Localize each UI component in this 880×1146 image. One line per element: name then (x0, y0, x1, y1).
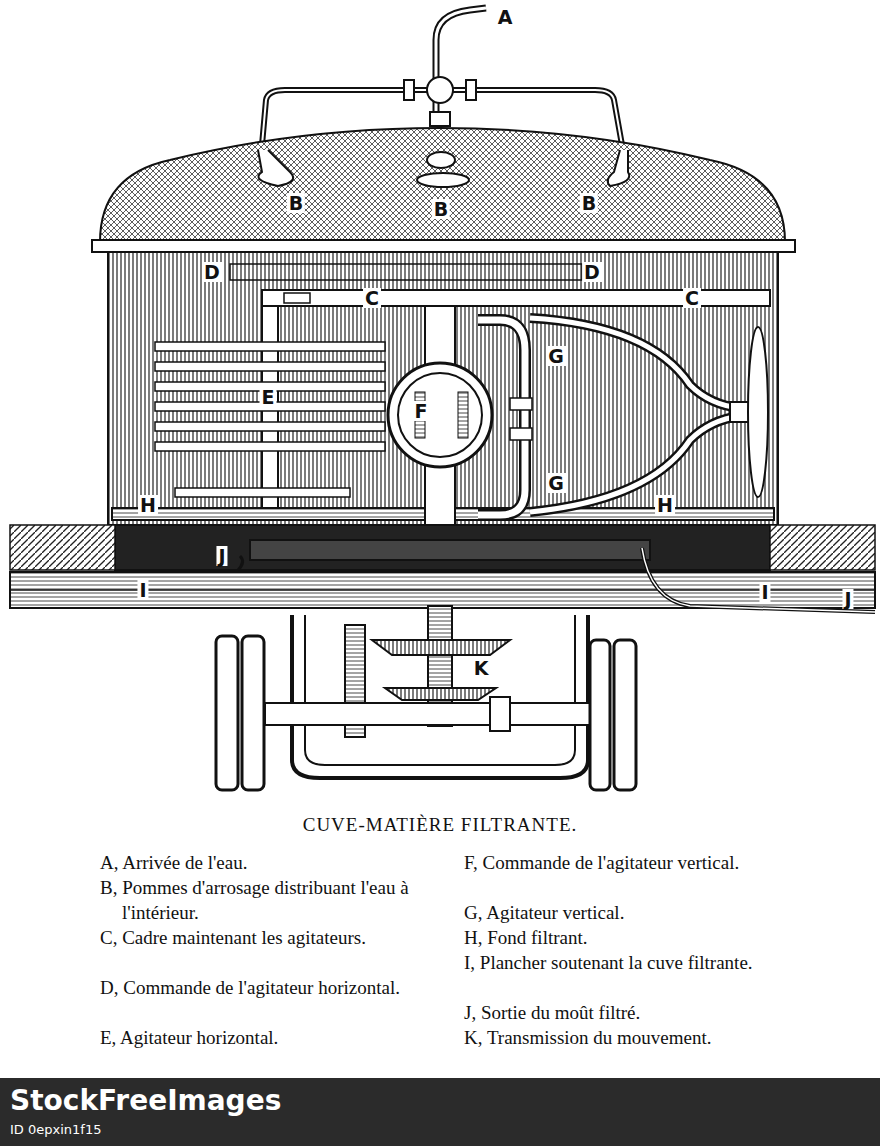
callout-letter: D (582, 262, 602, 282)
callout-letter: I (759, 582, 770, 602)
key-entry: H, Fond filtrant. (464, 925, 794, 950)
key-entry: C, Cadre maintenant les agitateurs. (100, 925, 430, 950)
key-entry: A, Arrivée de l'eau. (100, 850, 430, 875)
key-entry: J, Sortie du moût filtré. (464, 1000, 794, 1025)
key-entry: G, Agitateur vertical. (464, 900, 794, 925)
callout-letter: A (496, 7, 515, 27)
key-entry: I, Plancher soutenant la cuve filtrante. (464, 950, 794, 975)
callout-letter: B (580, 193, 598, 213)
callout-letter: C (683, 288, 701, 308)
callout-letter: J (216, 546, 227, 566)
callout-letter: E (260, 387, 277, 407)
key-entry: F, Commande de l'agitateur vertical. (464, 850, 794, 875)
callout-letter: F (413, 401, 430, 421)
callout-letter: B (287, 193, 305, 213)
callout-letter: G (546, 473, 566, 493)
callout-letter: J (842, 589, 853, 609)
key-entry: D, Commande de l'agitateur horizontal. (100, 975, 430, 1000)
watermark-text: StockFreeImages (10, 1084, 281, 1117)
callout-letter: D (202, 262, 222, 282)
watermark-id: ID 0epxin1f15 (10, 1122, 101, 1137)
callout-letter: H (655, 495, 675, 515)
key-entry: K, Transmission du mouvement. (464, 1025, 794, 1050)
callout-letter: H (138, 495, 158, 515)
figure-caption: CUVE-MATIÈRE FILTRANTE. (303, 814, 578, 836)
key-entry: E, Agitateur horizontal. (100, 1025, 430, 1050)
key-entry: B, Pommes d'arrosage distribuant l'eau à… (100, 875, 430, 925)
callout-letter: K (472, 658, 491, 678)
callout-letter: B (432, 199, 450, 219)
callout-letter: G (546, 346, 566, 366)
callout-letter: C (363, 288, 381, 308)
callout-letter: I (137, 580, 148, 600)
